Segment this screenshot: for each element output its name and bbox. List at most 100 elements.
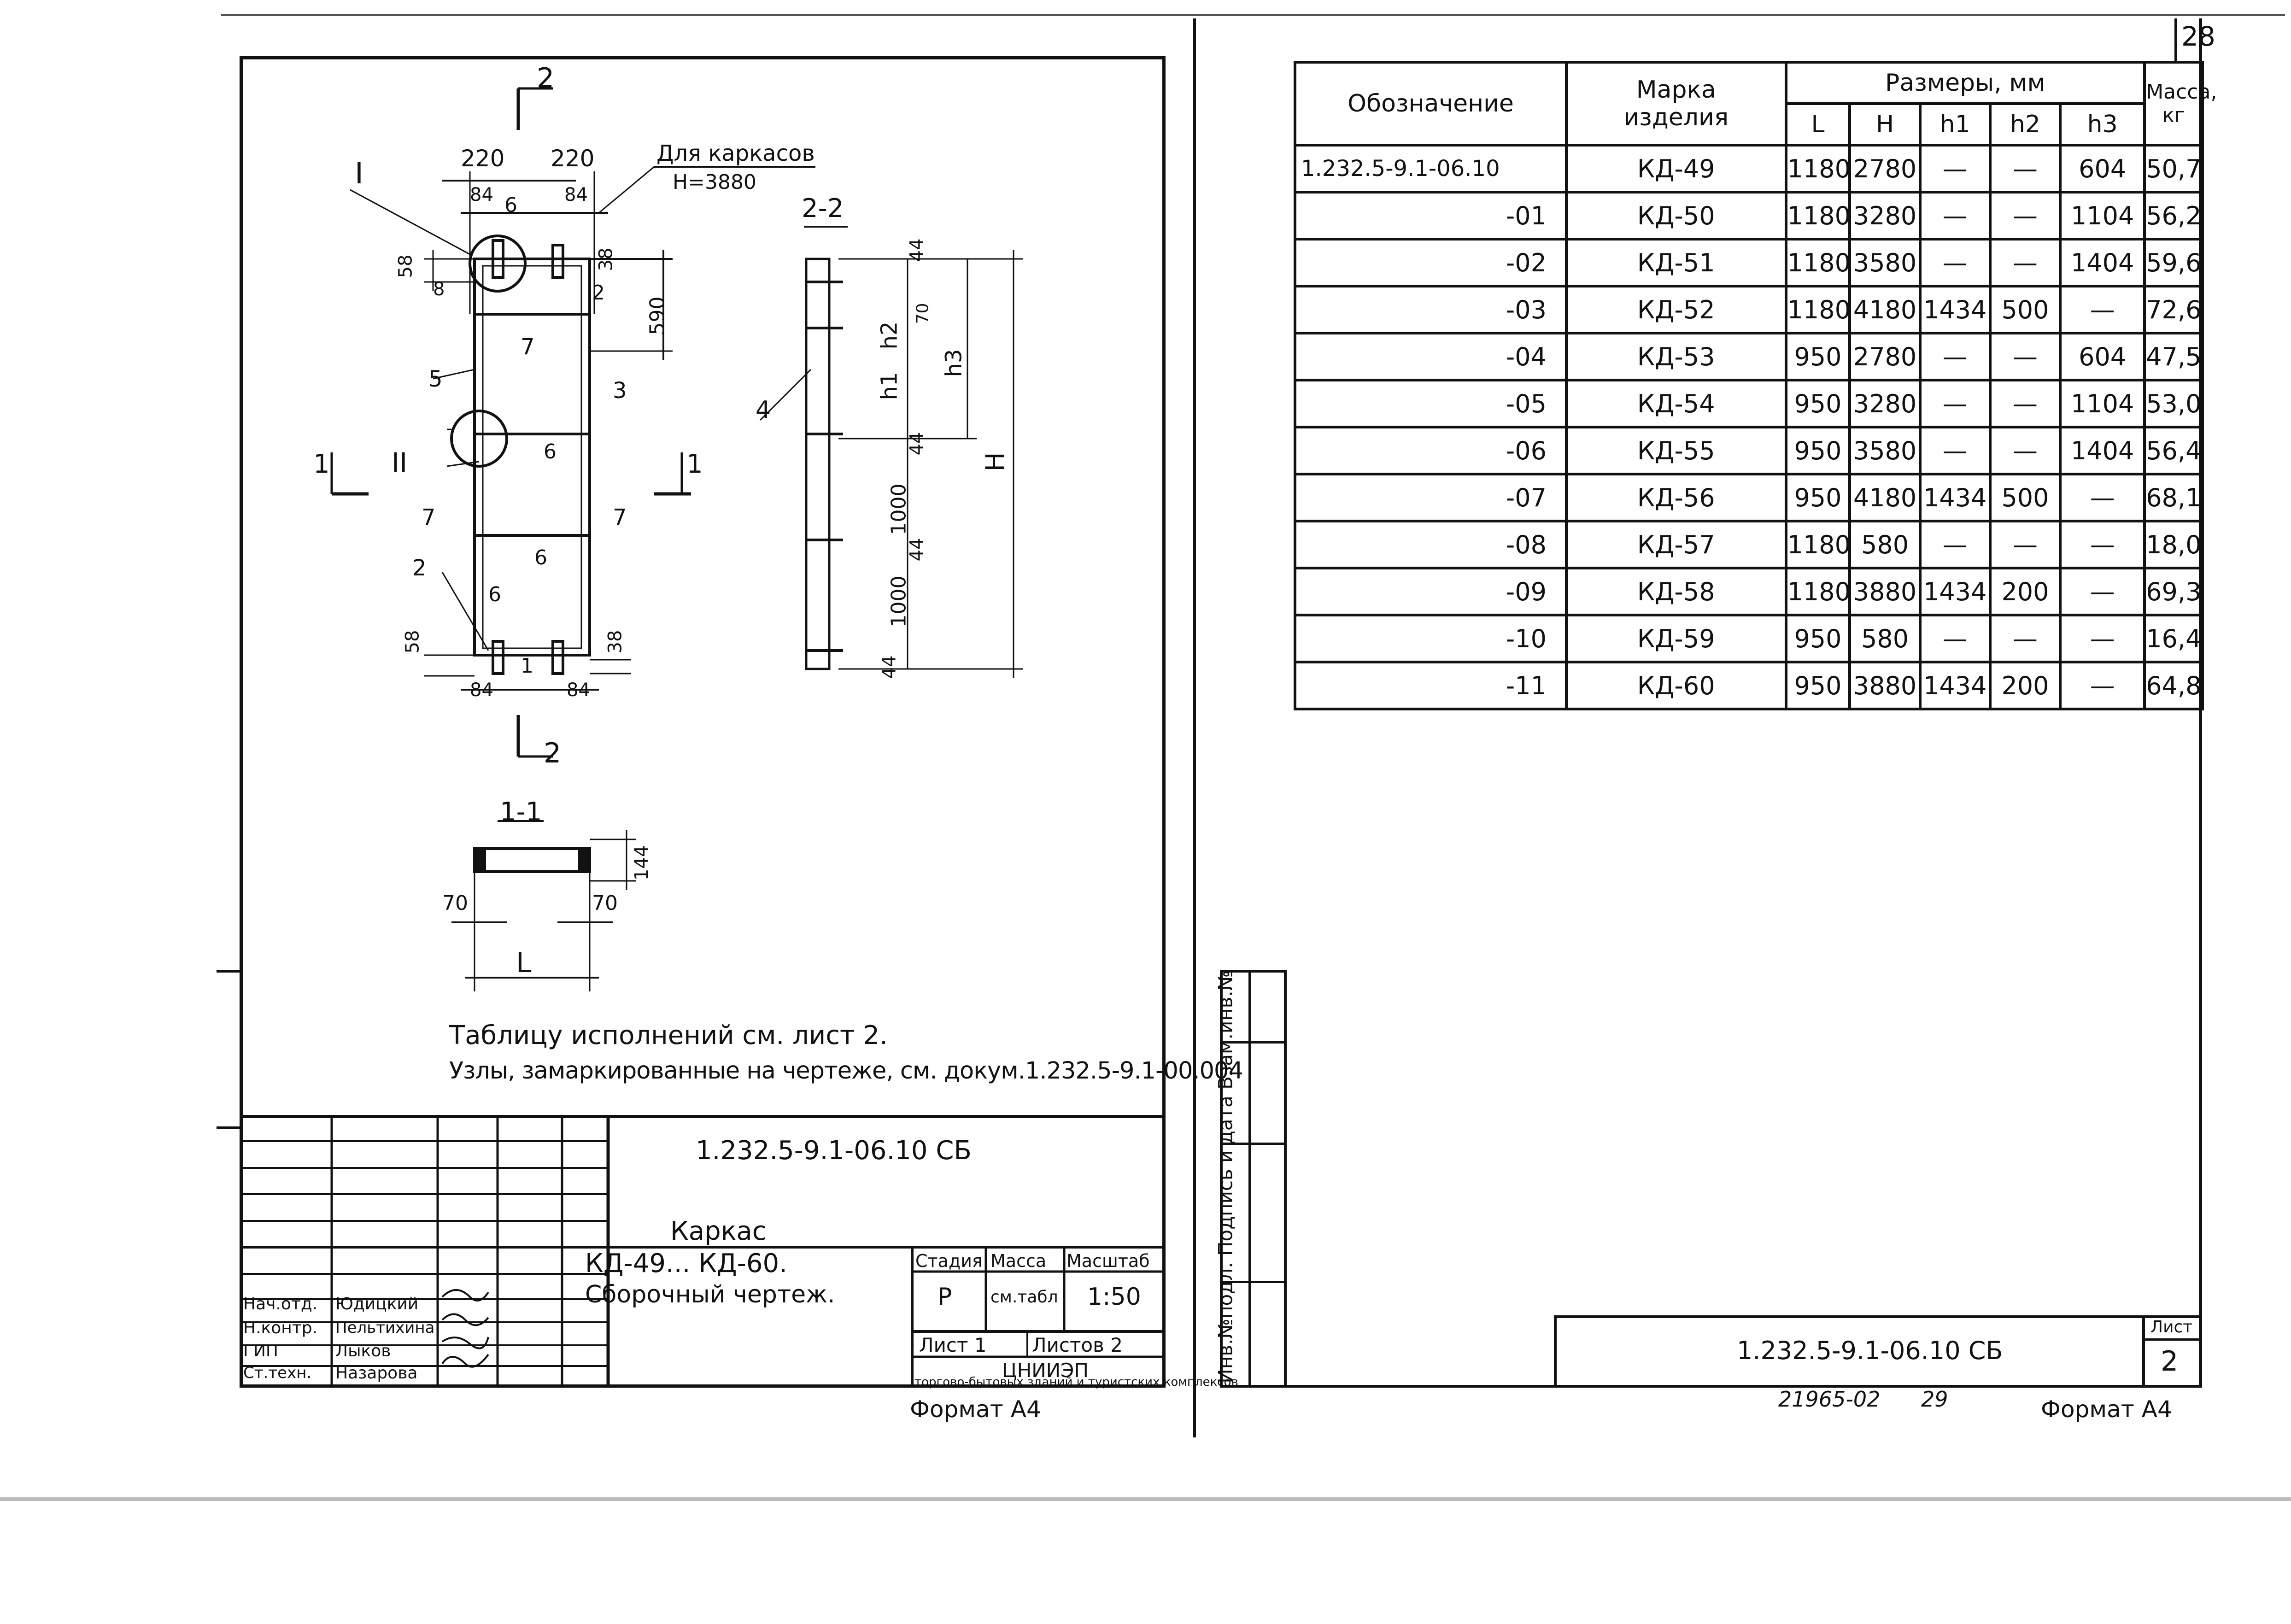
sheets-value: Листов 2 [1032, 1334, 1123, 1356]
cell-h1: — [1918, 426, 1992, 475]
cell-h2: — [1988, 332, 2062, 381]
dim-H: H [980, 452, 1011, 472]
node-II-circle [450, 410, 508, 468]
cell-designation: -10 [1294, 614, 1568, 663]
dim-220-right: 220 [551, 145, 595, 172]
cell-h2: 500 [1988, 473, 2062, 522]
frame-inner [482, 265, 582, 649]
cell-mass: 72,6 [2143, 285, 2204, 334]
header-mark-1: Марка [1636, 76, 1716, 104]
header-mass-1: Масса, [2146, 80, 2217, 104]
scale-header: Масштаб [1066, 1251, 1150, 1271]
side-view-outline [805, 258, 831, 670]
side-stamp-divider [1220, 1041, 1287, 1044]
cell-mark: КД-57 [1565, 520, 1787, 569]
cell-h1: 1434 [1918, 661, 1992, 710]
section-2-2-label: 2-2 [802, 193, 844, 223]
cell-mass: 16,4 [2143, 614, 2204, 663]
cell-h2: — [1988, 426, 2062, 475]
header-mass-2: кг [2162, 104, 2185, 127]
cell-L: 950 [1784, 473, 1852, 522]
cell-mark: КД-51 [1565, 238, 1787, 287]
pos-3: 3 [613, 378, 627, 404]
cell-H: 580 [1848, 614, 1922, 663]
leader [350, 189, 470, 255]
section-1-1-end [578, 847, 591, 873]
note-line-1: Таблицу исполнений см. лист 2. [449, 1020, 888, 1050]
side-stamp-box [1220, 970, 1287, 1388]
cell-H: 2780 [1848, 144, 1922, 193]
dim-70-right: 70 [592, 891, 618, 915]
cell-mark: КД-56 [1565, 473, 1787, 522]
cell-h1: 1434 [1918, 567, 1992, 616]
header-h1: h1 [1918, 102, 1992, 147]
cell-H: 3280 [1848, 379, 1922, 428]
pos-4: 4 [756, 396, 771, 424]
sheet-number: 28 [2181, 21, 2215, 52]
cell-designation: -08 [1294, 520, 1568, 569]
dim-144: 144 [631, 845, 653, 881]
section-1-1-end [473, 847, 486, 873]
section-2-label-top: 2 [537, 62, 555, 94]
cell-mark: КД-58 [1565, 567, 1787, 616]
leader [446, 461, 480, 467]
cell-h1: — [1918, 332, 1992, 381]
signer-role-2: Н.контр. [243, 1319, 318, 1337]
top-edge-line [221, 14, 2285, 16]
sheet-value: Лист 1 [919, 1334, 987, 1356]
dim-58-bottom: 58 [402, 630, 423, 654]
cell-L: 1180 [1784, 238, 1852, 287]
cell-H: 3580 [1848, 238, 1922, 287]
dim-58-top: 58 [395, 254, 416, 278]
side-stamp-divider [1220, 1281, 1287, 1283]
leader [598, 166, 655, 214]
right-title-divider [2142, 1315, 2145, 1388]
cell-designation: -06 [1294, 426, 1568, 475]
cell-h2: — [1988, 191, 2062, 240]
dim-44-low: 44 [906, 538, 928, 562]
pos-6-bottom: 6 [488, 583, 501, 606]
dim-h1: h1 [876, 372, 902, 400]
note-line-2: Узлы, замаркированные на чертеже, см. до… [449, 1057, 1243, 1085]
cell-designation: 1.232.5-9.1-06.10 [1294, 144, 1568, 193]
dim-70-side: 70 [913, 303, 932, 324]
cell-L: 1180 [1784, 567, 1852, 616]
cell-H: 3580 [1848, 426, 1922, 475]
header-designation: Обозначение [1294, 61, 1568, 147]
cell-h1: — [1918, 144, 1992, 193]
cell-h3: — [2059, 520, 2146, 569]
cell-H: 580 [1848, 520, 1922, 569]
cell-mark: КД-53 [1565, 332, 1787, 381]
mass-header: Масса [990, 1251, 1047, 1271]
section-1-1-outline [473, 847, 591, 873]
dim-590: 590 [645, 296, 669, 335]
cell-mark: КД-54 [1565, 379, 1787, 428]
cell-mass: 56,2 [2143, 191, 2204, 240]
dim-1000-lower: 1000 [887, 575, 911, 627]
pos-6-low: 6 [534, 546, 547, 569]
cell-designation: -04 [1294, 332, 1568, 381]
pos-1: 1 [521, 654, 533, 678]
cell-mass: 68,1 [2143, 473, 2204, 522]
stage-value: Р [937, 1283, 952, 1311]
right-format: Формат А4 [2041, 1396, 2172, 1423]
cell-h2: 200 [1988, 661, 2062, 710]
dim-1000-upper: 1000 [887, 483, 911, 535]
cell-L: 950 [1784, 614, 1852, 663]
left-margin-tick [217, 1126, 240, 1129]
cell-L: 950 [1784, 332, 1852, 381]
node-I-label: I [355, 157, 363, 191]
pos-7-left: 7 [422, 504, 436, 530]
cell-h1: — [1918, 614, 1992, 663]
right-sheet-label: Лист [2150, 1318, 2193, 1337]
cell-H: 3880 [1848, 567, 1922, 616]
title-block-grid [240, 1115, 1166, 1388]
cell-designation: -11 [1294, 661, 1568, 710]
